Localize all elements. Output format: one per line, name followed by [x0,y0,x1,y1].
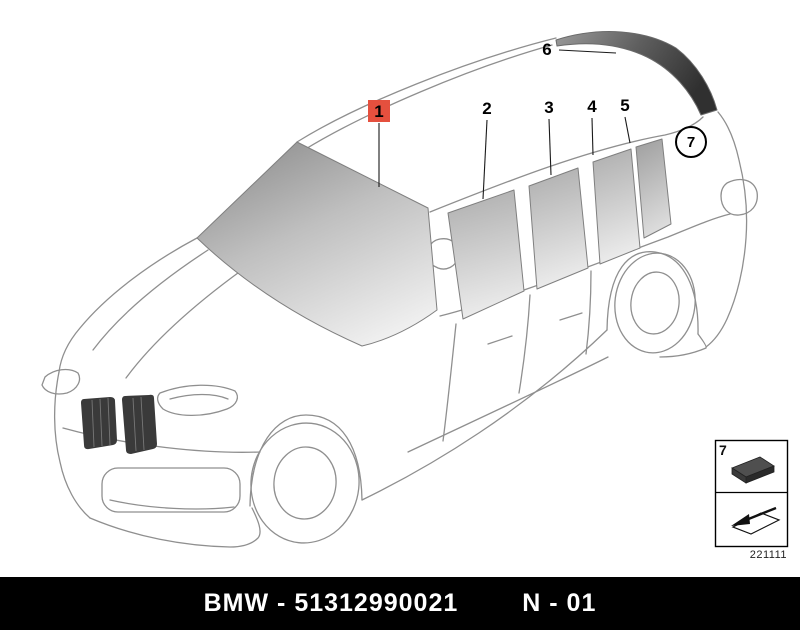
rear-quarter-glass[interactable] [635,138,672,239]
quarter-window-glass[interactable] [592,148,641,265]
lower-intake-inner [109,499,235,510]
callout-6[interactable]: 6 [542,39,552,59]
hood-crease-2 [125,269,243,379]
legend-glass-pane-icon [731,456,775,484]
bumper-left-edge [53,371,91,519]
roof-rail-inner [303,44,553,151]
footer-part-number: BMW - 51312990021 [203,589,459,617]
front-wheel [250,422,360,544]
headlight-right [156,384,238,416]
lower-intake [101,467,241,513]
rear-window-glass[interactable] [555,31,718,116]
front-wheel-arch [249,414,363,507]
underbody-line [361,329,608,501]
hood-left-edge [58,237,198,373]
leader-6 [558,49,617,54]
legend-install-direction-icon [731,506,781,535]
windshield-glass[interactable] [196,141,438,347]
door-handle-front [487,335,513,345]
callout-2[interactable]: 2 [482,98,492,118]
door-handle-rear [559,312,583,321]
legend-item-number: 7 [719,442,727,458]
kidney-grille [81,394,157,454]
rear-wheel [614,252,696,354]
callout-7-circled[interactable]: 7 [675,126,707,158]
hood-crease-1 [92,249,209,351]
headlight-left [41,368,81,395]
rear-door-rear-edge [585,270,592,355]
callout-5[interactable]: 5 [620,95,630,115]
callout-leader-lines [378,49,631,200]
leader-3 [548,118,552,176]
leader-5 [624,116,631,144]
bumper-bottom [89,507,261,548]
leader-4 [591,117,594,156]
taillight [720,178,758,216]
callout-3[interactable]: 3 [544,97,554,117]
rear-door-glass[interactable] [528,167,589,290]
front-door-glass[interactable] [447,189,525,320]
legend-diagram-code: 221111 [749,549,787,561]
footer-part-bar: BMW - 51312990021 N - 01 [0,577,800,630]
rear-bottom [659,333,707,358]
footer-page-ref: N - 01 [522,589,597,617]
front-door-rear-edge [518,294,531,394]
leader-2 [482,119,488,200]
callout-1[interactable]: 1 [368,100,390,122]
roofline [296,37,557,143]
rear-wheel-arch [606,251,699,335]
legend-thumbnail[interactable] [714,439,789,548]
callout-4[interactable]: 4 [587,96,597,116]
front-door-front-edge [442,323,457,442]
rocker-line [407,356,609,453]
headlight-right-inner [169,393,229,400]
rear-face [705,111,748,348]
